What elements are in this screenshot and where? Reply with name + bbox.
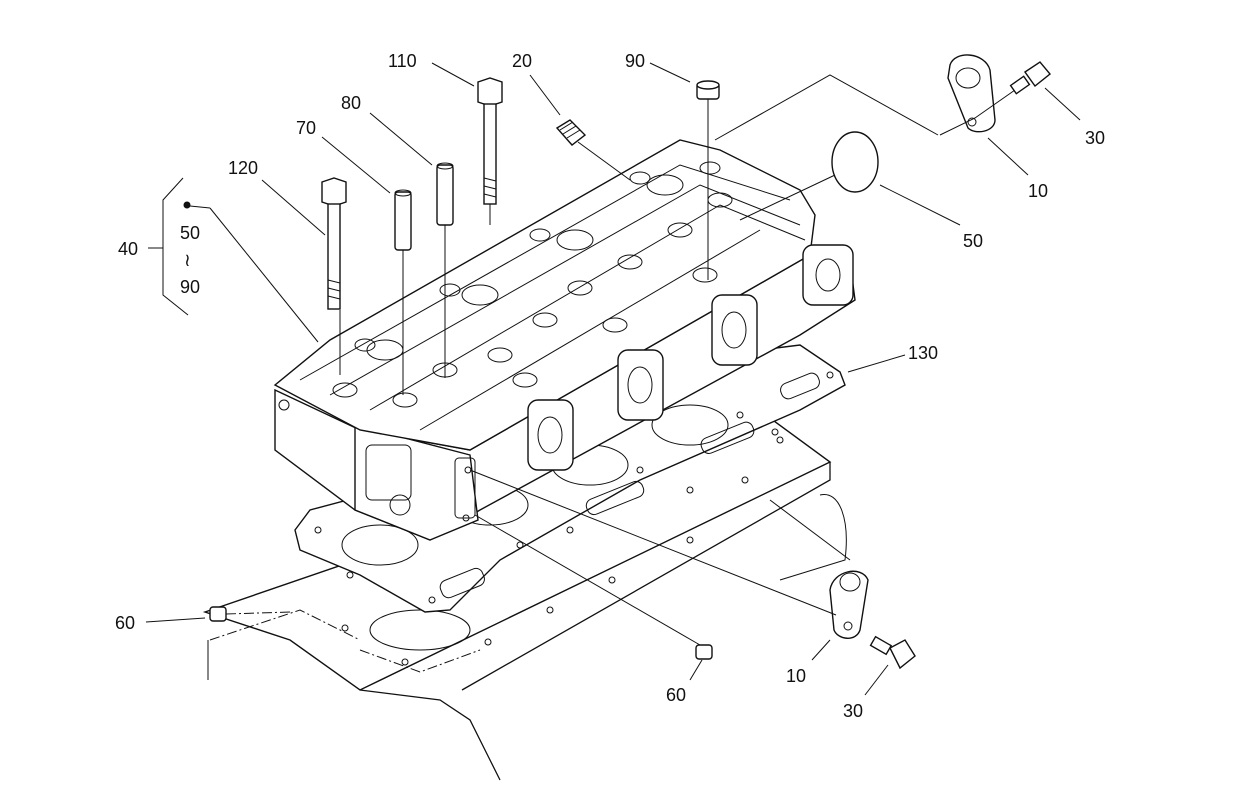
callout-60-mid: 60 [666, 685, 686, 705]
callout-80: 80 [341, 93, 361, 113]
callout-10-bottom: 10 [786, 666, 806, 686]
callout-130: 130 [908, 343, 938, 363]
part-30-bolt-top [1009, 61, 1051, 95]
callout-50-range: 50 [180, 223, 200, 243]
callout-70: 70 [296, 118, 316, 138]
leader-lines [145, 62, 1081, 696]
callout-110: 110 [388, 51, 417, 71]
part-20-plug [555, 119, 631, 181]
callout-10-top: 10 [1028, 181, 1048, 201]
callout-labels: 110 20 90 80 70 120 40 50 ≀ 90 30 10 50 … [115, 51, 1105, 721]
part-90-seal-ring [696, 80, 720, 280]
cylinder-head [273, 139, 856, 541]
callout-30-bottom: 30 [843, 701, 863, 721]
part-80-valve-guide [436, 162, 454, 378]
part-10-lifting-bracket-bottom [469, 469, 869, 639]
callout-40: 40 [118, 239, 138, 259]
part-60-dowel-mid [474, 514, 713, 660]
part-10-lifting-bracket-top [714, 54, 1016, 141]
part-70-valve-guide [394, 189, 412, 395]
part-50-cap [739, 131, 879, 221]
callout-90-top: 90 [625, 51, 645, 71]
part-110-head-bolt [477, 77, 503, 225]
callout-60-left: 60 [115, 613, 135, 633]
callout-20: 20 [512, 51, 532, 71]
part-60-dowel-left [209, 606, 291, 622]
callout-tilde: ≀ [184, 250, 191, 270]
callout-120: 120 [228, 158, 258, 178]
callout-30-top: 30 [1085, 128, 1105, 148]
part-120-head-bolt [321, 177, 347, 375]
callout-90-range: 90 [180, 277, 200, 297]
callout-50: 50 [963, 231, 983, 251]
part-30-bolt-bottom [869, 635, 916, 670]
